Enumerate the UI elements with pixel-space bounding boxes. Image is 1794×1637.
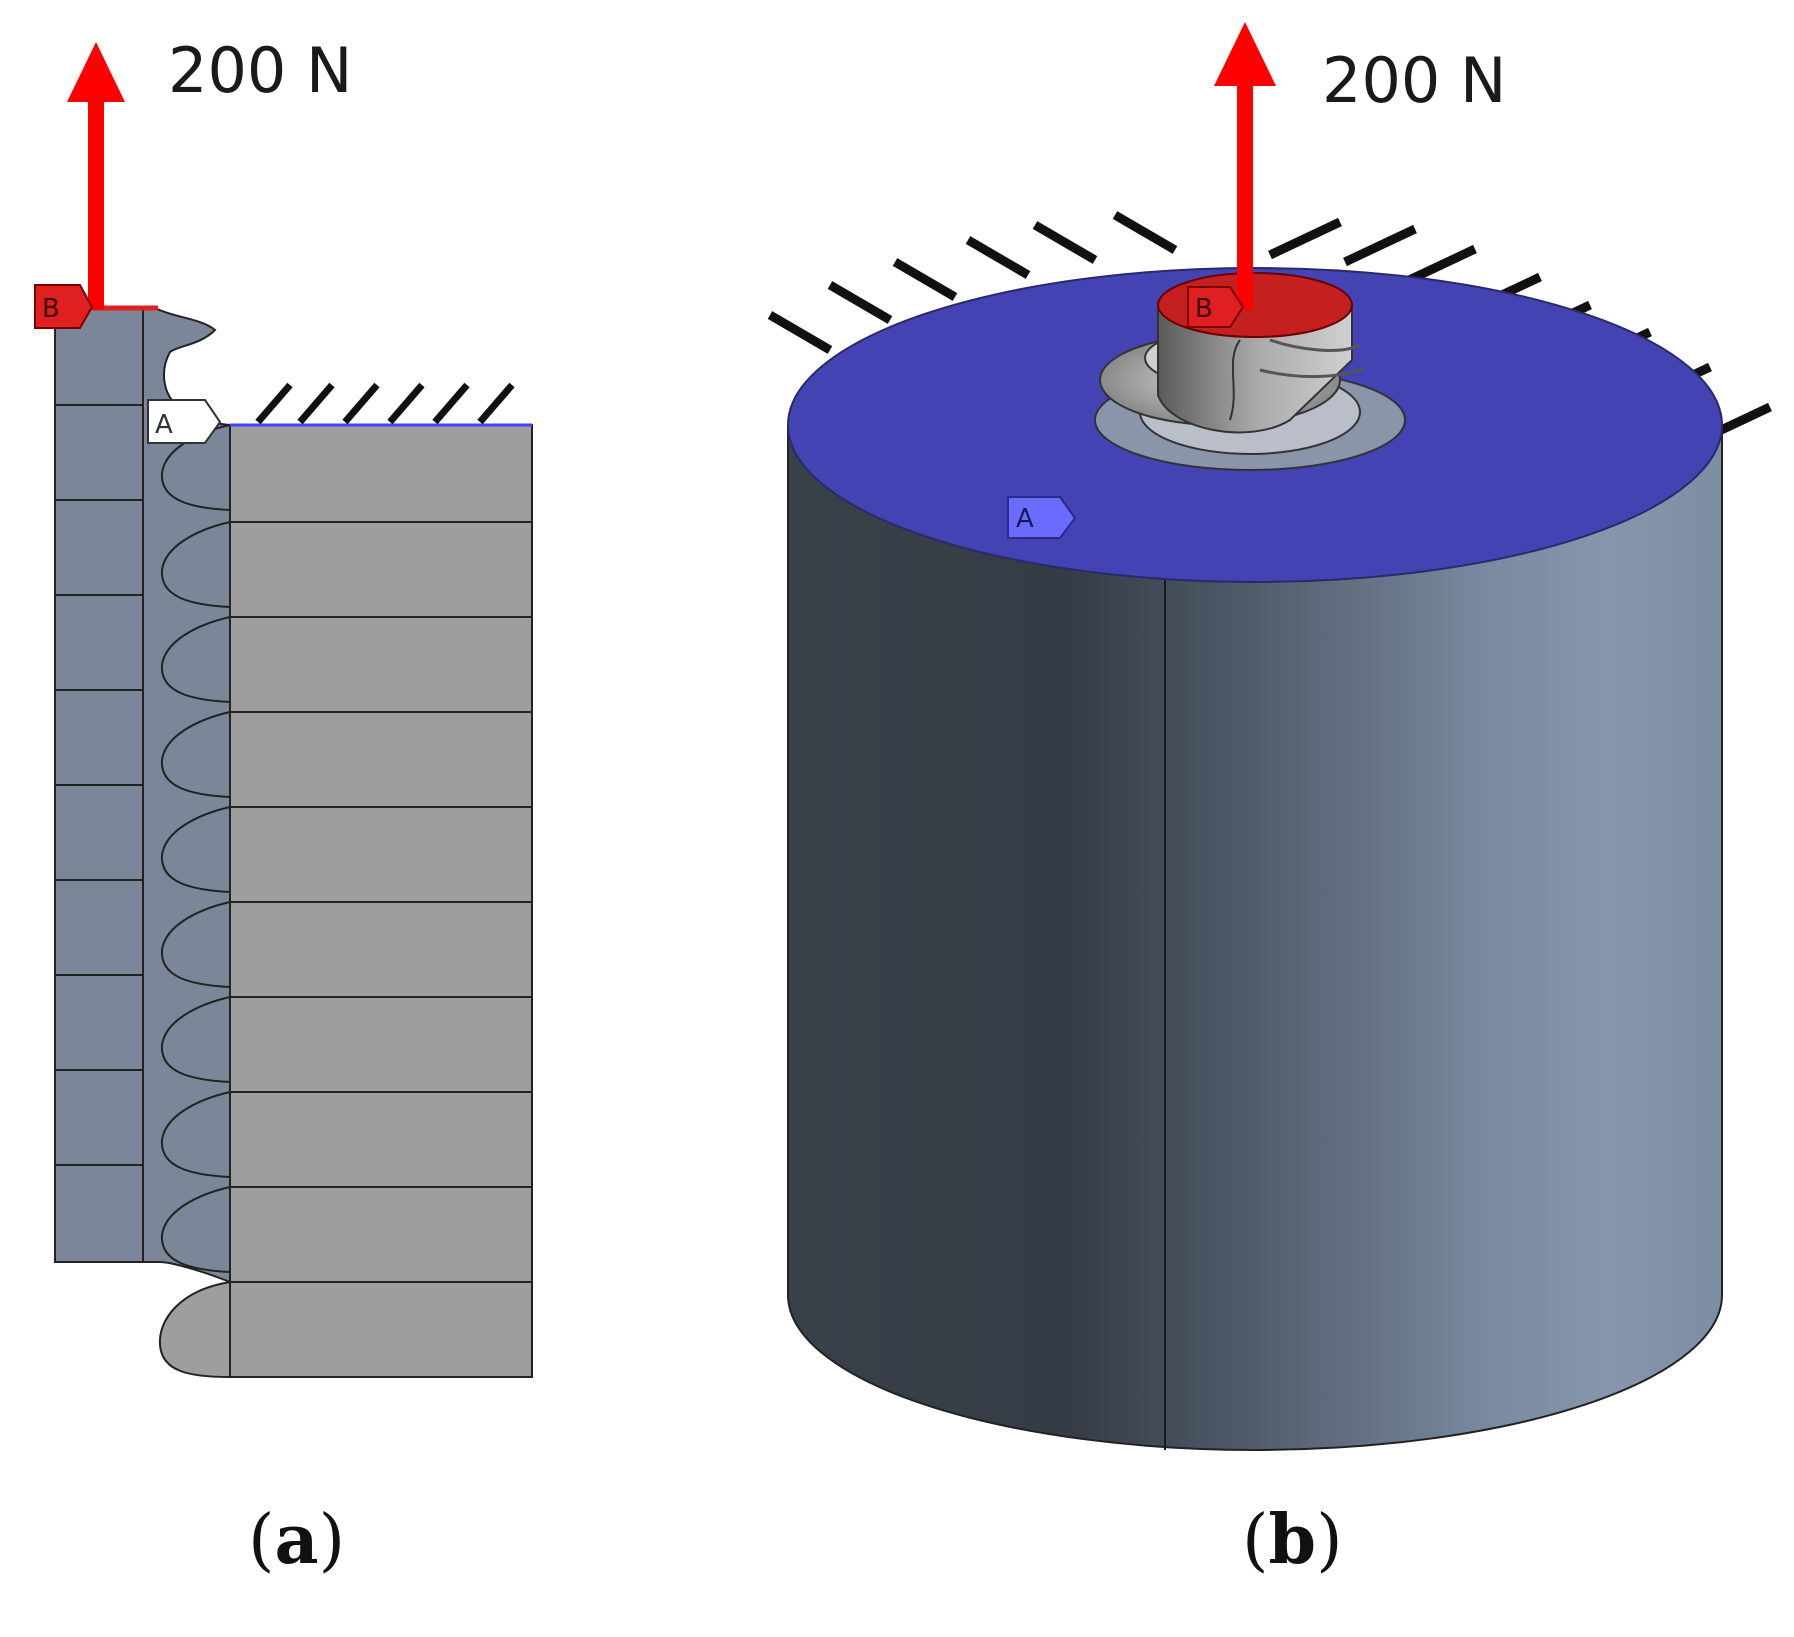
force-label-b: 200 N bbox=[1322, 44, 1506, 117]
force-arrow-b bbox=[1214, 22, 1276, 310]
thread-tooth bbox=[160, 900, 231, 989]
thread-tooth bbox=[160, 805, 231, 894]
thread-tooth bbox=[160, 520, 231, 609]
bolt-assembly bbox=[1094, 272, 1406, 471]
caption-a: (a) bbox=[248, 1500, 346, 1580]
svg-text:A: A bbox=[1016, 504, 1034, 534]
fixed-support-a bbox=[230, 382, 532, 427]
panel-b: 200 N B A bbox=[767, 22, 1772, 1451]
thread-tooth bbox=[160, 615, 231, 704]
thread-tooth bbox=[160, 1185, 231, 1274]
tag-support-b: A bbox=[1007, 496, 1077, 539]
force-label-a: 200 N bbox=[168, 34, 352, 107]
force-arrow-a bbox=[67, 42, 125, 310]
svg-text:B: B bbox=[42, 294, 60, 324]
thread-tooth bbox=[160, 710, 231, 799]
panel-a: 200 N B A bbox=[34, 34, 533, 1379]
tag-support-a: A bbox=[147, 399, 222, 444]
svg-text:B: B bbox=[1195, 294, 1213, 324]
svg-text:A: A bbox=[155, 410, 173, 440]
caption-b: (b) bbox=[1242, 1500, 1343, 1580]
block-section bbox=[158, 424, 533, 1379]
thread-tooth bbox=[160, 1090, 231, 1179]
tag-load-b: B bbox=[1187, 286, 1245, 328]
thread-tooth bbox=[160, 995, 231, 1084]
cylinder-body bbox=[787, 424, 1723, 1451]
bolt-section bbox=[54, 307, 231, 1284]
tag-load-a: B bbox=[34, 284, 94, 329]
